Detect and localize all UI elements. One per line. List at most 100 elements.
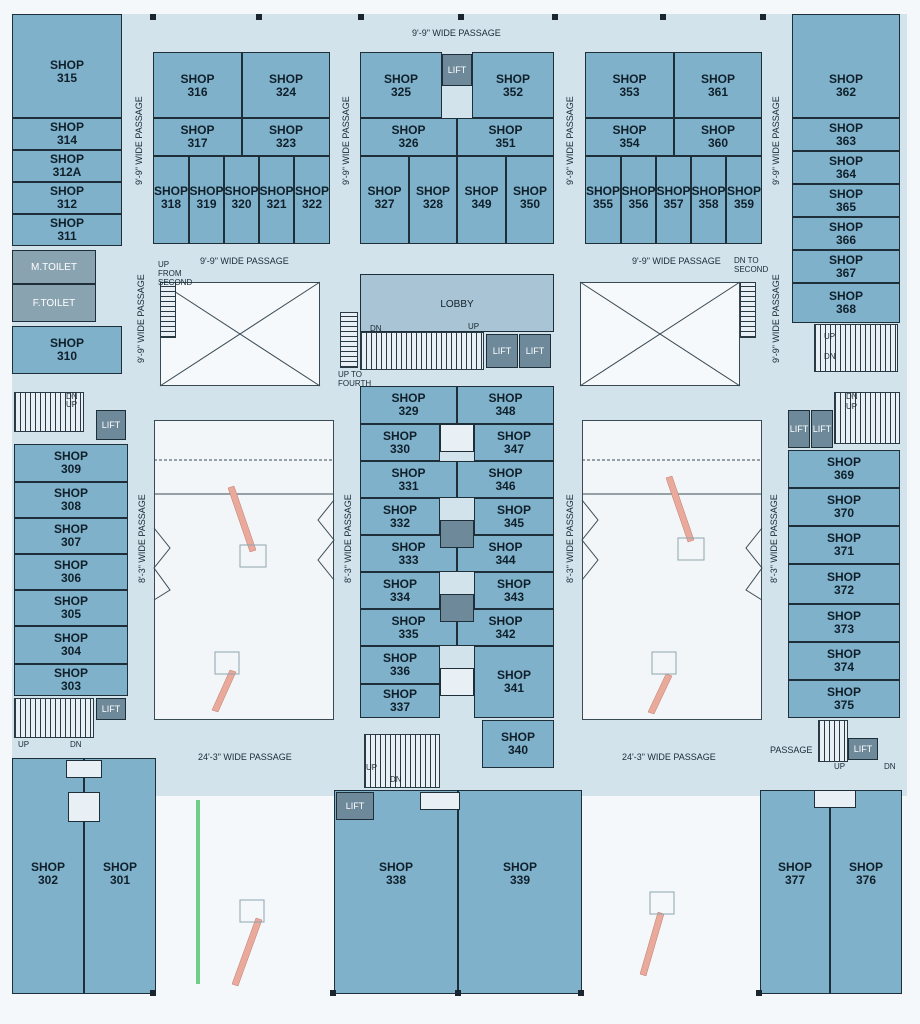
shop-number: 338 bbox=[385, 873, 407, 887]
lift-right-mid-1[interactable]: LIFT bbox=[788, 410, 810, 448]
escalator-left[interactable] bbox=[340, 312, 358, 368]
passage-label-v-b1: 9'-9" WIDE PASSAGE bbox=[341, 96, 351, 185]
lift-right-lower[interactable]: LIFT bbox=[848, 738, 878, 760]
column bbox=[150, 14, 156, 20]
stair-right-top[interactable] bbox=[814, 324, 898, 372]
stair-right-mid[interactable] bbox=[834, 392, 900, 444]
shop-label: SHOP bbox=[391, 539, 426, 554]
stair-center[interactable] bbox=[360, 332, 484, 370]
stair-right-lower[interactable] bbox=[818, 720, 848, 762]
lift-center-2[interactable]: LIFT bbox=[519, 334, 551, 368]
stair-center-lower[interactable] bbox=[364, 734, 440, 788]
shop-label: SHOP bbox=[464, 184, 499, 198]
stair-left-mid[interactable] bbox=[14, 392, 84, 432]
lift-bottom-center[interactable]: LIFT bbox=[336, 792, 374, 820]
escalator-up-from-second[interactable] bbox=[160, 282, 176, 338]
lift-center-1[interactable]: LIFT bbox=[486, 334, 518, 368]
stair-left-lower[interactable] bbox=[14, 698, 94, 738]
shop-number: 324 bbox=[275, 85, 297, 99]
shop-number: 315 bbox=[56, 71, 78, 85]
lift-left-mid[interactable]: LIFT bbox=[96, 410, 126, 440]
lift-top[interactable]: LIFT bbox=[442, 54, 472, 86]
lift-left-lower[interactable]: LIFT bbox=[96, 698, 126, 720]
lift-right-mid-2[interactable]: LIFT bbox=[811, 410, 833, 448]
escalator-dn-to-second[interactable] bbox=[740, 282, 756, 338]
label-up-7: UP bbox=[846, 402, 858, 411]
shop-label: SHOP bbox=[828, 120, 863, 135]
passage-label-bottom-right: 24'-3" WIDE PASSAGE bbox=[622, 752, 716, 762]
